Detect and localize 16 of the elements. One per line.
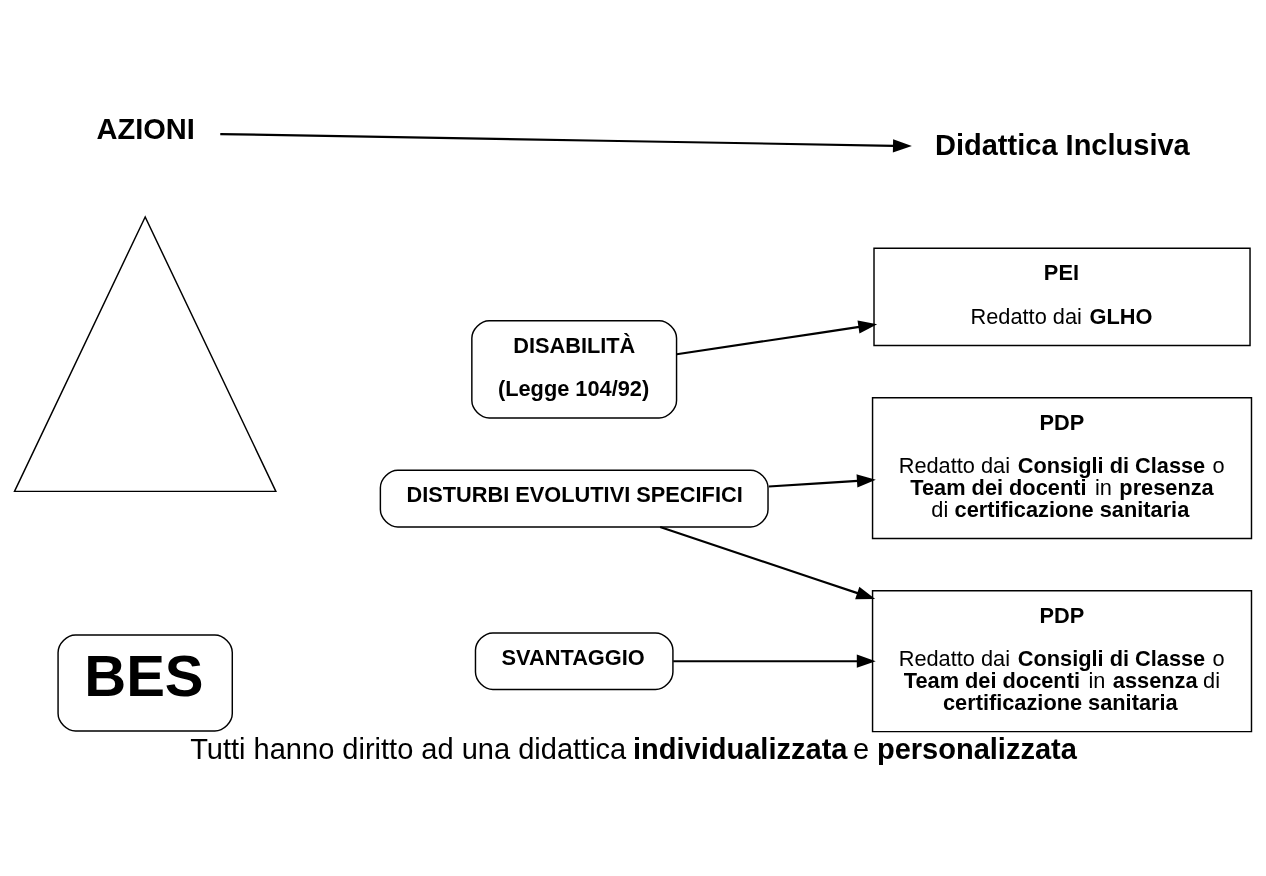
arrow	[659, 525, 876, 600]
node-triangle	[13, 215, 277, 493]
arrow	[220, 132, 912, 153]
node-box: PEI Redatto dai GLHO	[873, 247, 1251, 347]
node-box: DISTURBI EVOLUTIVI SPECIFICI	[379, 469, 769, 528]
node-text: AZIONI	[96, 112, 195, 145]
arrow	[676, 320, 878, 356]
node-box: SVANTAGGIO	[474, 632, 674, 691]
arrow	[768, 474, 876, 488]
caption: Tutti hanno diritto ad una didattica individualizzata e personalizzata	[190, 733, 1077, 766]
node-box: PDP Redatto dai Consigli di Classe o Team dei docenti in assenza di certificazione sanitaria	[871, 590, 1253, 733]
node-box: PDP Redatto dai Consigli di Classe o Team dei docenti in presenza di certificazione sanitaria	[871, 397, 1253, 540]
node-text: Didattica Inclusiva	[934, 128, 1190, 161]
node-box: DISABILITÀ (Legge 104/92)	[471, 320, 678, 419]
arrow	[673, 654, 876, 668]
node-box: BES	[57, 634, 233, 732]
